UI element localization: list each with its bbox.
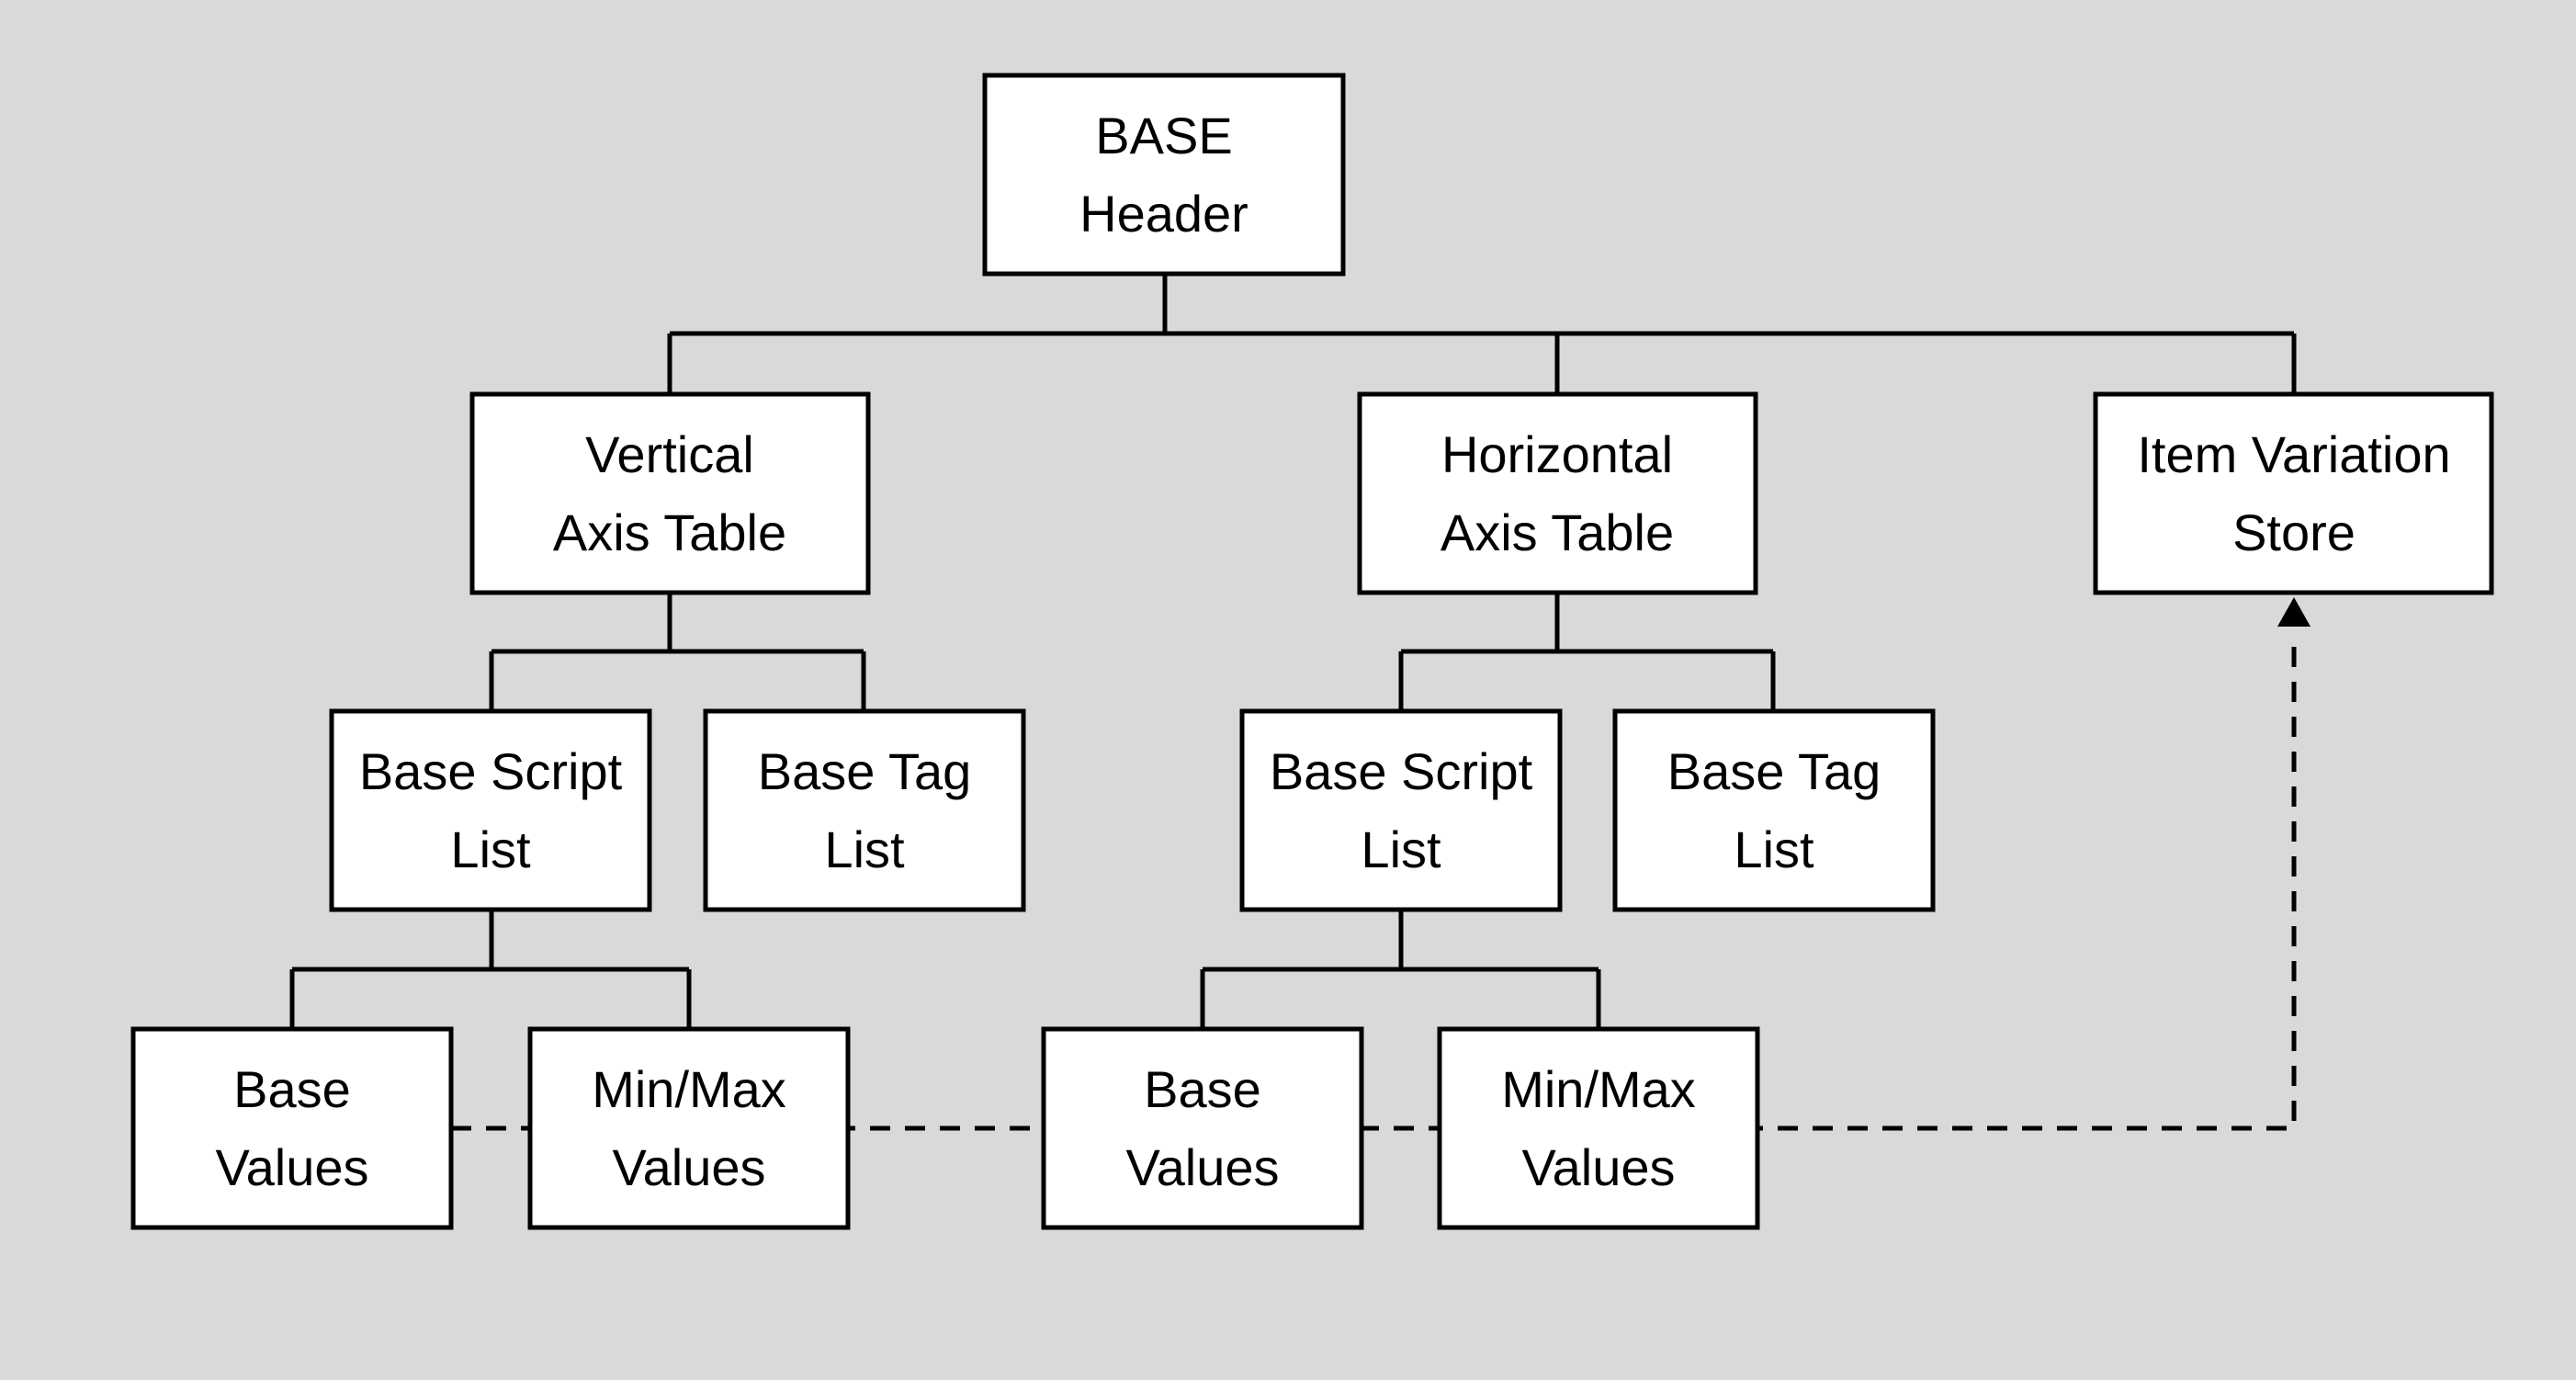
node-box [703, 708, 1026, 912]
node-box [2093, 391, 2494, 595]
node-v-minmax-values: Min/Max Values [527, 1026, 851, 1230]
node-box [1041, 1026, 1364, 1230]
node-label-line2: List [1734, 820, 1814, 878]
connector-vertical-axis-to-children [489, 593, 866, 711]
connector-v-script-list-to-values [289, 910, 692, 1029]
node-label-line1: Min/Max [1501, 1060, 1696, 1118]
node-label-line1: Base [1144, 1060, 1261, 1118]
dashed-reference-arrowhead [2277, 597, 2310, 627]
node-label-line2: List [1361, 820, 1441, 878]
node-vertical-axis-table: Vertical Axis Table [469, 391, 871, 595]
node-h-base-tag-list: Base Tag List [1612, 708, 1936, 912]
node-label-line2: Values [1521, 1138, 1675, 1196]
node-label-line2: Values [215, 1138, 368, 1196]
node-label-line2: Values [612, 1138, 765, 1196]
node-v-base-values: Base Values [130, 1026, 454, 1230]
node-box [982, 73, 1346, 277]
node-label-line1: Base Tag [1667, 742, 1881, 800]
node-label-line2: Axis Table [1441, 503, 1674, 561]
node-v-base-script-list: Base Script List [329, 708, 652, 912]
node-v-base-tag-list: Base Tag List [703, 708, 1026, 912]
node-label-line2: List [824, 820, 905, 878]
node-label-line2: List [450, 820, 531, 878]
dashed-reference-line [451, 634, 2297, 1131]
node-box [1239, 708, 1563, 912]
node-box [1357, 391, 1758, 595]
tree-connectors [289, 276, 2297, 1029]
node-box [469, 391, 871, 595]
connector-horizontal-axis-to-children [1398, 593, 1776, 711]
node-label-line1: Horizontal [1441, 425, 1673, 483]
node-label-line1: Vertical [585, 425, 754, 483]
node-label-line1: Min/Max [592, 1060, 786, 1118]
node-label-line2: Axis Table [553, 503, 786, 561]
node-h-minmax-values: Min/Max Values [1437, 1026, 1760, 1230]
node-box [1437, 1026, 1760, 1230]
node-label-line1: Base Script [359, 742, 623, 800]
connector-h-script-list-to-values [1200, 910, 1601, 1029]
node-label-line1: BASE [1095, 107, 1232, 164]
node-label-line1: Base Script [1270, 742, 1533, 800]
node-label-line1: Base [233, 1060, 351, 1118]
node-box [1612, 708, 1936, 912]
node-h-base-values: Base Values [1041, 1026, 1364, 1230]
node-horizontal-axis-table: Horizontal Axis Table [1357, 391, 1758, 595]
node-box [130, 1026, 454, 1230]
node-item-variation-store: Item Variation Store [2093, 391, 2494, 595]
variation-references [451, 597, 2310, 1131]
node-label-line2: Header [1079, 185, 1248, 243]
node-base-header: BASE Header [982, 73, 1346, 277]
node-label-line2: Store [2232, 503, 2356, 561]
connector-header-to-level1 [667, 276, 2297, 394]
node-label-line1: Item Variation [2137, 425, 2450, 483]
node-box [329, 708, 652, 912]
node-label-line1: Base Tag [758, 742, 971, 800]
node-box [527, 1026, 851, 1230]
node-label-line2: Values [1125, 1138, 1279, 1196]
node-h-base-script-list: Base Script List [1239, 708, 1563, 912]
